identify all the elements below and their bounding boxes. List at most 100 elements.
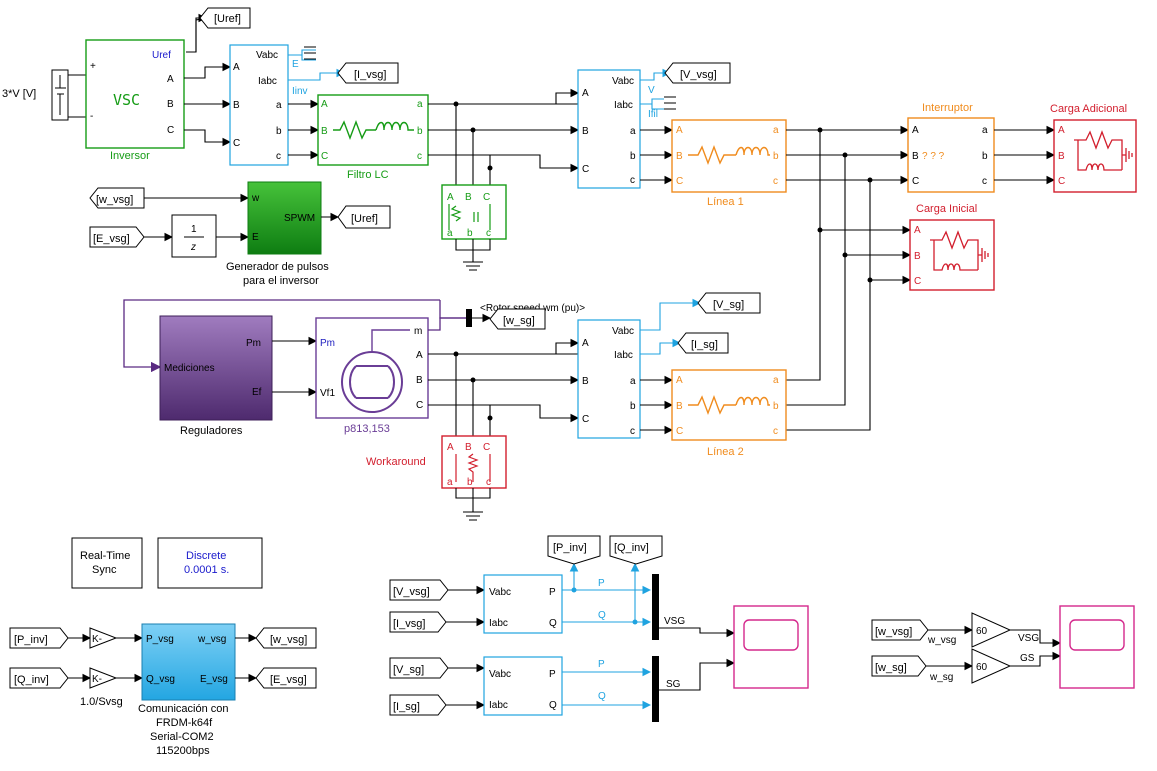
from-e-vsg[interactable]	[89, 226, 145, 248]
scope-speed[interactable]	[1059, 605, 1135, 689]
workaround-label: Workaround	[366, 456, 426, 468]
from-p-inv[interactable]	[9, 627, 69, 649]
svg-text:C: C	[914, 276, 921, 287]
comm-frdm-block[interactable]: P_vsg Q_vsg w_vsg E_vsg	[141, 623, 236, 701]
svg-text:Iabc: Iabc	[258, 76, 277, 87]
mux-sg[interactable]	[652, 656, 659, 722]
svg-text:E_vsg: E_vsg	[200, 674, 228, 685]
svg-text:a: a	[447, 228, 453, 239]
svg-text:c: c	[630, 175, 635, 186]
svg-text:Vabc: Vabc	[612, 76, 634, 87]
spwm-block[interactable]: w E SPWM	[247, 181, 322, 255]
inversor-block[interactable]: + - Uref A B C VSC	[85, 39, 185, 149]
svg-text:b: b	[417, 126, 423, 137]
measurement-block-3[interactable]: Vabc Iabc A B C a b c	[577, 319, 641, 439]
carga-adicional-label: Carga Adicional	[1050, 103, 1127, 115]
from-w-sg-2[interactable]	[871, 655, 927, 677]
svg-text:Vabc: Vabc	[612, 326, 634, 337]
svg-text:Pm: Pm	[246, 338, 261, 349]
carga-adicional-block[interactable]: A B C	[1053, 119, 1137, 193]
from-v-sg[interactable]	[389, 657, 449, 679]
scope-pq[interactable]	[733, 605, 809, 689]
goto-i-sg[interactable]	[677, 332, 729, 354]
svg-text:c: c	[486, 228, 491, 239]
goto-uref-out[interactable]	[337, 205, 391, 229]
goto-v-vsg[interactable]	[664, 62, 731, 84]
svg-text:VSG: VSG	[1018, 633, 1039, 644]
goto-i-vsg[interactable]	[337, 62, 399, 84]
reguladores-block[interactable]: Mediciones Pm Ef	[159, 315, 273, 421]
line2-resistor-icon	[688, 395, 736, 415]
from-q-inv[interactable]	[9, 667, 69, 689]
svg-text:A: A	[321, 99, 328, 110]
goto-q-inv[interactable]	[609, 535, 663, 565]
from-w-vsg-2[interactable]	[871, 619, 929, 641]
svg-text:Serial-COM2: Serial-COM2	[150, 731, 214, 743]
linea-2-label: Línea 2	[707, 446, 744, 458]
svg-text:[w_vsg]: [w_vsg]	[96, 194, 133, 206]
svg-text:B: B	[233, 100, 240, 111]
linea-1-block[interactable]: A B C a b c	[671, 119, 787, 193]
bus-selector[interactable]	[466, 309, 472, 327]
unit-delay-block[interactable]: 1 z	[171, 214, 217, 258]
svg-text:A: A	[233, 62, 240, 73]
svg-text:b: b	[773, 401, 779, 412]
line1-resistor-icon	[688, 145, 736, 165]
svg-text:[V_sg]: [V_sg]	[713, 299, 744, 311]
synchronous-machine-block[interactable]: Pm Vf1 m A B C	[315, 317, 429, 419]
svg-text:b: b	[276, 126, 282, 137]
linea-2-block[interactable]: A B C a b c	[671, 369, 787, 441]
rc-load-green[interactable]: A B C a b c	[441, 184, 507, 240]
svg-text:c: c	[982, 176, 987, 187]
svg-text:[V_sg]: [V_sg]	[393, 664, 424, 676]
svg-text:C: C	[321, 151, 328, 162]
goto-e-vsg[interactable]	[255, 667, 317, 689]
svg-text:a: a	[417, 99, 423, 110]
goto-v-sg[interactable]	[697, 292, 761, 314]
svg-text:A: A	[914, 225, 921, 236]
svg-text:Vabc: Vabc	[256, 50, 278, 61]
rl-load-icon	[1074, 130, 1133, 171]
svg-text:c: c	[417, 151, 422, 162]
gain-60-sg[interactable]	[971, 648, 1012, 684]
gain-p[interactable]	[89, 627, 118, 649]
from-v-vsg[interactable]	[389, 579, 449, 601]
gain-60-vsg[interactable]	[971, 612, 1012, 648]
gain-q[interactable]	[89, 667, 118, 689]
svg-text:para el inversor: para el inversor	[243, 275, 319, 287]
workaround-block[interactable]: A B C a b c	[441, 435, 507, 489]
measurement-block-2[interactable]: Vabc Iabc A B C a b c	[577, 69, 641, 189]
svg-text:SPWM: SPWM	[284, 213, 315, 224]
pq-block-vsg[interactable]: Vabc Iabc P Q	[483, 574, 563, 634]
measurement-block-1[interactable]: Vabc Iabc A B C a b c	[229, 44, 289, 166]
svg-text:[I_vsg]: [I_vsg]	[393, 618, 425, 630]
rl-load-icon-2	[930, 230, 989, 271]
dc-source[interactable]: 3*V [V]	[2, 69, 69, 121]
svg-text:[w_vsg]: [w_vsg]	[270, 634, 307, 646]
powergui-discrete-block[interactable]: Discrete 0.0001 s.	[157, 537, 263, 589]
from-i-vsg[interactable]	[389, 611, 447, 633]
from-i-sg[interactable]	[389, 694, 447, 716]
svg-text:B: B	[416, 375, 423, 386]
goto-uref-top[interactable]	[199, 7, 251, 29]
goto-w-sg[interactable]	[489, 308, 546, 330]
svg-text:B: B	[676, 151, 683, 162]
resistor-icon	[333, 120, 376, 140]
svg-text:Q_vsg: Q_vsg	[146, 674, 175, 685]
goto-p-inv[interactable]	[547, 535, 601, 565]
mux-vsg[interactable]	[652, 574, 659, 640]
svg-text:C: C	[233, 138, 240, 149]
interruptor-block[interactable]: A B C a b c ? ? ?	[907, 117, 995, 193]
svg-text:B: B	[465, 442, 472, 453]
svg-text:a: a	[276, 100, 282, 111]
goto-w-vsg[interactable]	[255, 627, 317, 649]
from-w-vsg[interactable]	[89, 187, 145, 209]
svg-text:A: A	[447, 192, 454, 203]
pq-block-sg[interactable]: Vabc Iabc P Q	[483, 656, 563, 716]
svg-text:B: B	[321, 126, 328, 137]
real-time-sync-block[interactable]: Real-Time Sync	[71, 537, 143, 589]
svg-text:Discrete: Discrete	[186, 550, 226, 562]
filtro-lc-block[interactable]: A B C a b c	[317, 94, 429, 166]
carga-inicial-block[interactable]: A B C	[909, 219, 995, 291]
svg-text:0.0001 s.: 0.0001 s.	[184, 564, 229, 576]
